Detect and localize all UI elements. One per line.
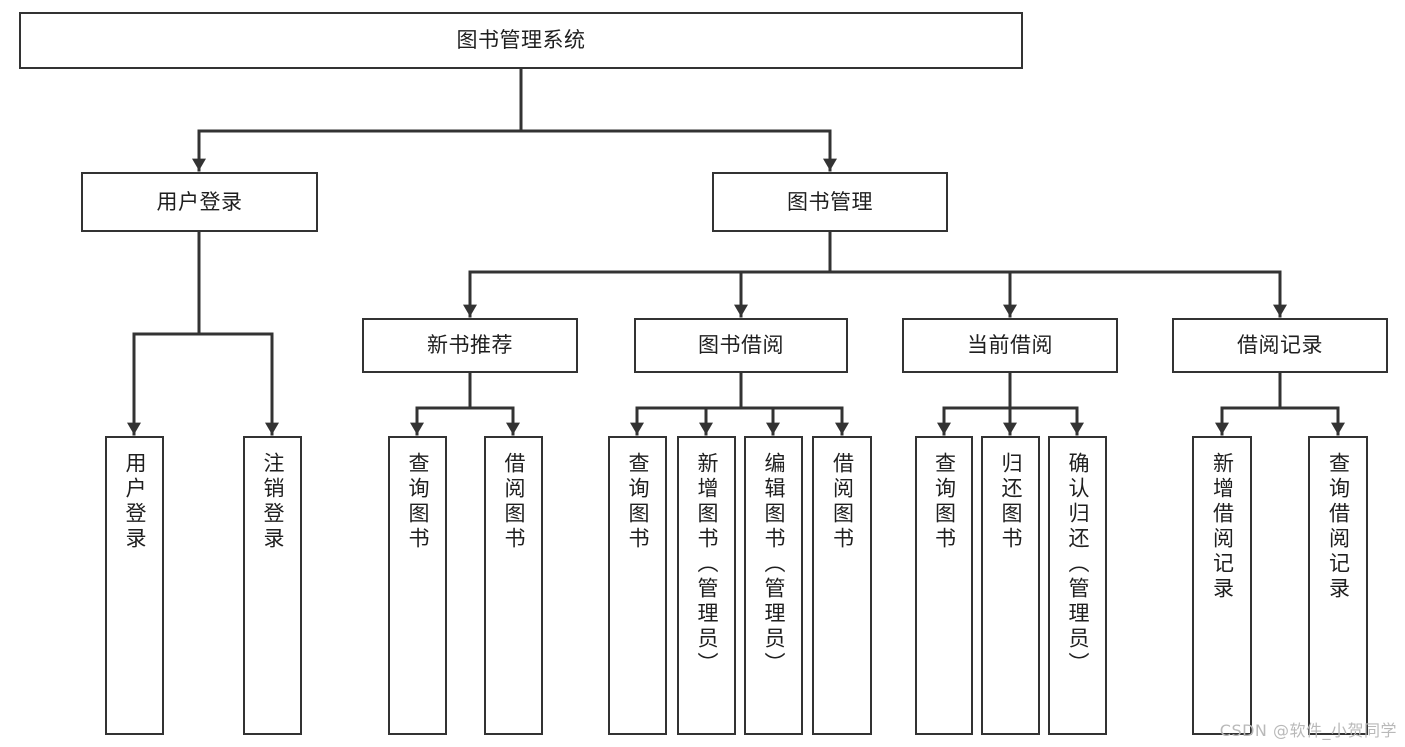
leaf-node-leaf-add-borrow-record[interactable]: 新增借阅记录 — [1192, 436, 1252, 735]
node-label: 借阅记录 — [1237, 333, 1323, 358]
node-label: 图书管理系统 — [456, 28, 586, 53]
leaf-node-leaf-return-book[interactable]: 归还图书 — [981, 436, 1040, 735]
node-label: 查询图书 — [932, 452, 957, 552]
csdn-watermark: CSDN @软件_小贺同学 — [1219, 721, 1397, 740]
leaf-node-leaf-query-borrow-record[interactable]: 查询借阅记录 — [1308, 436, 1368, 735]
node-label: 新增图书（管理员） — [695, 452, 719, 677]
node-label: 编辑图书（管理员） — [762, 452, 786, 677]
leaf-node-leaf-query-book-recommend[interactable]: 查询图书 — [388, 436, 447, 735]
node-label: 用户登录 — [123, 452, 147, 552]
node-label: 查询借阅记录 — [1326, 452, 1351, 602]
node-label: 用户登录 — [156, 189, 243, 214]
node-label: 查询图书 — [626, 452, 650, 552]
node-label: 新增借阅记录 — [1210, 452, 1235, 602]
leaf-node-leaf-logout[interactable]: 注销登录 — [243, 436, 302, 735]
level2-node-book-manage[interactable]: 图书管理 — [712, 172, 948, 232]
level3-node-current-borrow[interactable]: 当前借阅 — [902, 318, 1118, 373]
root-node-root[interactable]: 图书管理系统 — [19, 12, 1023, 69]
leaf-node-leaf-borrow-book[interactable]: 借阅图书 — [812, 436, 872, 735]
node-label: 当前借阅 — [967, 333, 1053, 358]
node-label: 新书推荐 — [427, 333, 513, 358]
level3-node-new-book-recommend[interactable]: 新书推荐 — [362, 318, 578, 373]
leaf-node-leaf-query-book-borrow[interactable]: 查询图书 — [608, 436, 667, 735]
leaf-node-leaf-edit-book[interactable]: 编辑图书（管理员） — [744, 436, 803, 735]
leaf-node-leaf-query-book-current[interactable]: 查询图书 — [915, 436, 973, 735]
node-label: 查询图书 — [406, 452, 430, 552]
leaf-node-leaf-confirm-return[interactable]: 确认归还（管理员） — [1048, 436, 1107, 735]
node-label: 确认归还（管理员） — [1066, 452, 1090, 677]
leaf-node-leaf-user-login[interactable]: 用户登录 — [105, 436, 164, 735]
node-label: 借阅图书 — [502, 452, 526, 552]
leaf-node-leaf-add-book[interactable]: 新增图书（管理员） — [677, 436, 736, 735]
leaf-node-leaf-borrow-book-recommend[interactable]: 借阅图书 — [484, 436, 543, 735]
node-label: 图书借阅 — [698, 333, 784, 358]
node-label: 注销登录 — [261, 452, 285, 552]
node-label: 借阅图书 — [830, 452, 855, 552]
level3-node-borrow-record[interactable]: 借阅记录 — [1172, 318, 1388, 373]
node-label: 归还图书 — [999, 452, 1023, 552]
level3-node-book-borrow[interactable]: 图书借阅 — [634, 318, 848, 373]
level2-node-user-login[interactable]: 用户登录 — [81, 172, 318, 232]
node-label: 图书管理 — [787, 189, 873, 214]
